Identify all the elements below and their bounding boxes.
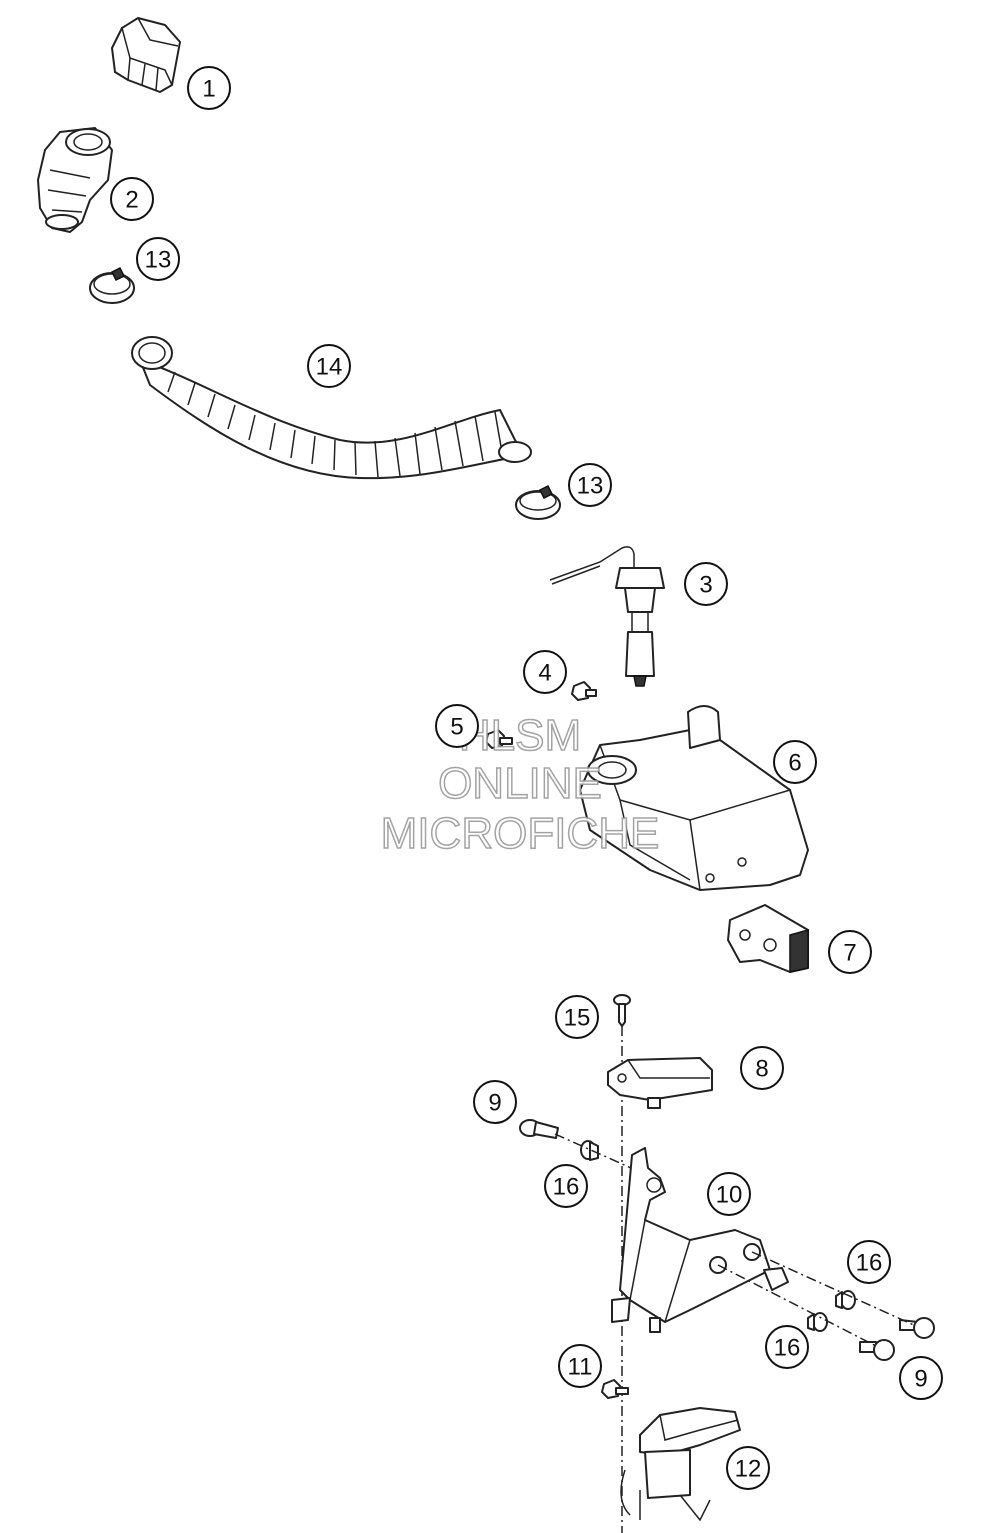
- watermark-line-3: MICROFICHE: [381, 809, 660, 858]
- callout-13-lower: 13: [568, 463, 612, 507]
- svg-text:7: 7: [843, 940, 856, 967]
- callout-14: 14: [307, 344, 351, 388]
- part-filter-cap: [111, 17, 181, 93]
- svg-text:3: 3: [699, 572, 712, 599]
- part-bracket: [611, 1147, 789, 1333]
- part-screw: [613, 994, 631, 1027]
- svg-text:16: 16: [856, 1250, 883, 1277]
- svg-text:15: 15: [564, 1005, 591, 1032]
- part-flange-bolt-left: [519, 1119, 559, 1139]
- part-sensor-block: [727, 904, 809, 973]
- svg-text:4: 4: [538, 660, 551, 687]
- svg-text:5: 5: [450, 714, 463, 741]
- callout-16-left: 16: [544, 1164, 588, 1208]
- part-washer-right-lower: [807, 1312, 828, 1332]
- svg-text:13: 13: [577, 473, 604, 500]
- centerline-left: [554, 1133, 641, 1173]
- svg-text:10: 10: [716, 1182, 743, 1209]
- part-flange-bolt-right-upper: [899, 1317, 935, 1339]
- callout-5: 5: [435, 704, 479, 748]
- part-washer-left: [580, 1140, 599, 1161]
- callout-10: 10: [707, 1172, 751, 1216]
- part-bolt-11: [601, 1379, 629, 1399]
- callout-13-upper: 13: [136, 237, 180, 281]
- part-sensor: [607, 1057, 713, 1109]
- svg-text:6: 6: [788, 750, 801, 777]
- centerline-right-upper: [751, 1251, 917, 1327]
- watermark-line-2: ONLINE: [438, 759, 602, 808]
- part-hose-clamp-upper: [89, 266, 135, 304]
- part-corrugated-hose: [131, 336, 532, 480]
- centerline-right-lower: [717, 1264, 877, 1347]
- callout-11: 11: [558, 1344, 602, 1388]
- svg-text:14: 14: [316, 354, 343, 381]
- callout-16-right-lower: 16: [765, 1325, 809, 1369]
- part-filter-housing: [37, 127, 113, 233]
- svg-text:12: 12: [735, 1456, 762, 1483]
- callout-8: 8: [740, 1046, 784, 1090]
- callout-9-right: 9: [899, 1356, 943, 1400]
- svg-text:9: 9: [488, 1090, 501, 1117]
- watermark-line-1: HLSM: [459, 711, 581, 760]
- part-tank: [579, 705, 809, 891]
- callout-15: 15: [555, 995, 599, 1039]
- svg-text:8: 8: [755, 1056, 768, 1083]
- svg-text:2: 2: [125, 187, 138, 214]
- watermark: HLSM ONLINE MICROFICHE: [380, 710, 660, 859]
- callout-9-left: 9: [473, 1080, 517, 1124]
- part-level-sensor: [549, 546, 665, 687]
- callout-12: 12: [726, 1446, 770, 1490]
- part-bolt-5: [485, 729, 513, 749]
- callout-3: 3: [684, 562, 728, 606]
- callout-7: 7: [828, 930, 872, 974]
- callout-4: 4: [523, 650, 567, 694]
- svg-text:11: 11: [568, 1354, 593, 1381]
- svg-text:16: 16: [553, 1174, 580, 1201]
- callout-2: 2: [110, 177, 154, 221]
- svg-text:16: 16: [774, 1335, 801, 1362]
- svg-text:13: 13: [145, 247, 172, 274]
- part-small-bolt: [571, 681, 597, 701]
- part-washer-right-upper: [835, 1290, 856, 1310]
- callout-1: 1: [187, 66, 231, 110]
- svg-text:1: 1: [202, 76, 215, 103]
- callout-6: 6: [773, 740, 817, 784]
- callout-16-right-upper: 16: [847, 1240, 891, 1284]
- part-hose-clamp-lower: [515, 484, 561, 520]
- part-flange-bolt-right-lower: [859, 1339, 895, 1361]
- part-valve: [620, 1407, 741, 1522]
- svg-text:9: 9: [914, 1366, 927, 1393]
